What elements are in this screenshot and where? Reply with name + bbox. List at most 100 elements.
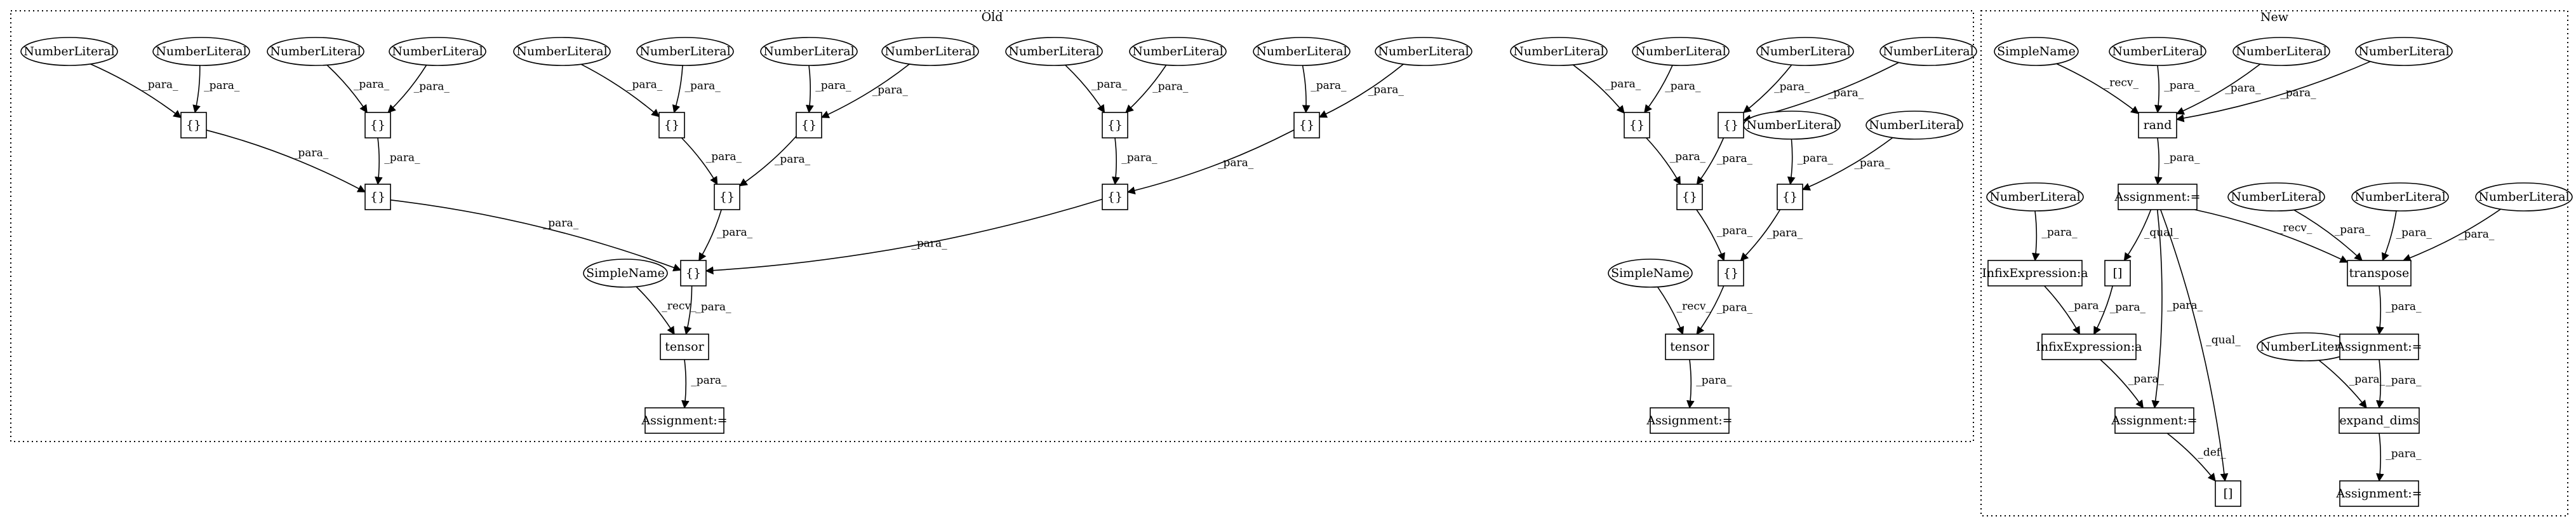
node-label: NumberLiteral: [1256, 44, 1347, 58]
edge-label: _para_: [1828, 86, 1864, 99]
node-label: NumberLiteral: [392, 44, 483, 58]
node-o_b15: {}: [1718, 260, 1744, 287]
node-label: SimpleName: [586, 266, 665, 280]
node-o_b2: {}: [364, 112, 391, 138]
node-o_assign2: Assignment:=: [1646, 407, 1733, 434]
edge-o_tensor1-to-o_assign1: _para_: [681, 359, 727, 409]
edge-n_assign1-to-n_transpose: _recv_: [2194, 209, 2349, 263]
edge-label: _para_: [204, 79, 240, 92]
edge-label: _para_: [1311, 79, 1347, 92]
node-label: {}: [1107, 190, 1123, 204]
edge-label: _qual_: [2206, 334, 2241, 346]
node-o_nl7: NumberLiteral: [760, 37, 858, 66]
edge-label: _para_: [1218, 156, 1254, 169]
edge-label: _para_: [2349, 373, 2386, 386]
edge-o_b8-to-o_b10: _para_: [698, 209, 753, 262]
edge-label: _def_: [2198, 446, 2226, 459]
node-n_assign4: Assignment:=: [2335, 480, 2422, 507]
node-label: NumberLiteral: [1869, 118, 1959, 132]
edge-label: _para_: [872, 84, 909, 97]
edge-o_tensor2-to-o_assign2: _para_: [1686, 359, 1732, 409]
edge-label: _para_: [1717, 225, 1753, 238]
node-o_nl9: NumberLiteral: [1005, 37, 1103, 66]
edge-n_sn-to-n_rand: _recv_: [2056, 63, 2140, 114]
edge-n_assign1-to-n_idx2: _qual_: [2159, 209, 2241, 482]
edge-label: _para_: [2041, 226, 2078, 239]
edge-label: _recv_: [2278, 222, 2312, 234]
node-o_nl14: NumberLiteral: [1632, 37, 1730, 66]
node-o_b5: {}: [1102, 112, 1128, 138]
edge-o_b15-to-o_tensor2: _para_: [1696, 285, 1753, 335]
node-n_assign2: Assignment:=: [2111, 407, 2198, 434]
edge-label: _para_: [2110, 301, 2146, 314]
edge-label: _para_: [2164, 152, 2200, 165]
node-n_assign3: Assignment:=: [2335, 334, 2422, 360]
edge-o_nl3-to-o_b2: _para_: [326, 64, 390, 114]
edge-label: _para_: [1717, 301, 1753, 314]
node-label: NumberLiteral: [1378, 44, 1469, 58]
node-label: NumberLiteral: [1883, 44, 1973, 58]
node-label: []: [2113, 266, 2123, 280]
node-label: {}: [1682, 190, 1697, 204]
edge-label: _para_: [1121, 152, 1158, 165]
edge-o_b2-to-o_b7: _para_: [375, 137, 420, 185]
edge-n_nl7-to-n_transpose: _para_: [2402, 208, 2501, 262]
edge-label: _para_: [717, 226, 753, 239]
edge-o_b9-to-o_b10: _para_: [705, 198, 1103, 275]
edge-o_nl2-to-o_b1: _para_: [192, 65, 240, 114]
cluster-new: New: [1980, 10, 2568, 516]
edge-o_nl1-to-o_b1: _para_: [90, 64, 182, 118]
node-label: tensor: [1670, 340, 1709, 354]
edge-label: _para_: [2225, 82, 2261, 95]
node-o_b3: {}: [658, 112, 685, 138]
node-label: expand_dims: [2339, 414, 2419, 428]
node-label: NumberLiteral: [639, 44, 730, 58]
edge-o_nl14-to-o_b11: _para_: [1644, 65, 1701, 114]
node-n_nl6: NumberLiteral: [2351, 182, 2449, 212]
edge-o_b12-to-o_b13: _para_: [1696, 137, 1752, 185]
node-n_nl4: NumberLiteral: [1986, 182, 2084, 212]
edge-n_transpose-to-n_assign3: _para_: [2376, 285, 2422, 335]
edge-o_nl13-to-o_b11: _para_: [1572, 64, 1641, 114]
node-n_rand: rand: [2138, 112, 2177, 138]
node-label: {}: [1723, 266, 1738, 280]
node-label: NumberLiteral: [1008, 44, 1099, 58]
edge-label: _para_: [627, 79, 663, 91]
edge-o_nl17-to-o_b14: _para_: [1787, 138, 1833, 185]
edge-o_b5-to-o_b9: _para_: [1112, 137, 1158, 185]
edge-label: _recv_: [662, 300, 697, 313]
edge-label: _recv_: [2104, 77, 2139, 90]
node-label: NumberLiteral: [1132, 44, 1223, 58]
edge-label: _para_: [2396, 227, 2433, 239]
node-label: NumberLiteral: [2112, 44, 2203, 58]
cluster-label: Old: [982, 10, 1003, 24]
node-label: NumberLiteral: [2260, 340, 2351, 354]
edge-o_b11-to-o_b13: _para_: [1646, 137, 1705, 185]
edge-label: _para_: [695, 300, 731, 313]
node-n_assign1: Assignment:=: [2114, 184, 2201, 210]
node-o_nl3: NumberLiteral: [267, 37, 364, 66]
node-n_transpose: transpose: [2347, 260, 2412, 287]
node-o_nl5: NumberLiteral: [513, 37, 611, 66]
edge-label: _para_: [2167, 299, 2203, 312]
node-label: {}: [370, 190, 385, 204]
edge-o_nl4-to-o_b2: _para_: [387, 64, 450, 113]
node-label: NumberLiteral: [156, 44, 246, 58]
node-o_assign1: Assignment:=: [641, 407, 728, 434]
node-label: NumberLiteral: [2236, 44, 2326, 58]
node-label: tensor: [665, 340, 704, 354]
edge-o_b13-to-o_b15: _para_: [1696, 209, 1753, 262]
node-o_b1: {}: [180, 112, 207, 138]
edge-label: _para_: [2128, 373, 2165, 386]
edge-n_infix2-to-n_assign2: _para_: [2100, 359, 2165, 409]
node-label: {}: [719, 190, 735, 204]
node-label: {}: [1629, 118, 1645, 132]
edge-o_nl7-to-o_b4: _para_: [806, 65, 851, 114]
node-n_idx1: []: [2104, 260, 2131, 287]
node-label: []: [2224, 487, 2233, 501]
node-label: NumberLiteral: [1759, 44, 1850, 58]
edge-label: _para_: [1665, 80, 1701, 93]
node-o_nl10: NumberLiteral: [1129, 37, 1227, 66]
node-o_b10: {}: [680, 260, 707, 287]
edge-n_assign1-to-n_assign2: _para_: [2151, 209, 2203, 409]
